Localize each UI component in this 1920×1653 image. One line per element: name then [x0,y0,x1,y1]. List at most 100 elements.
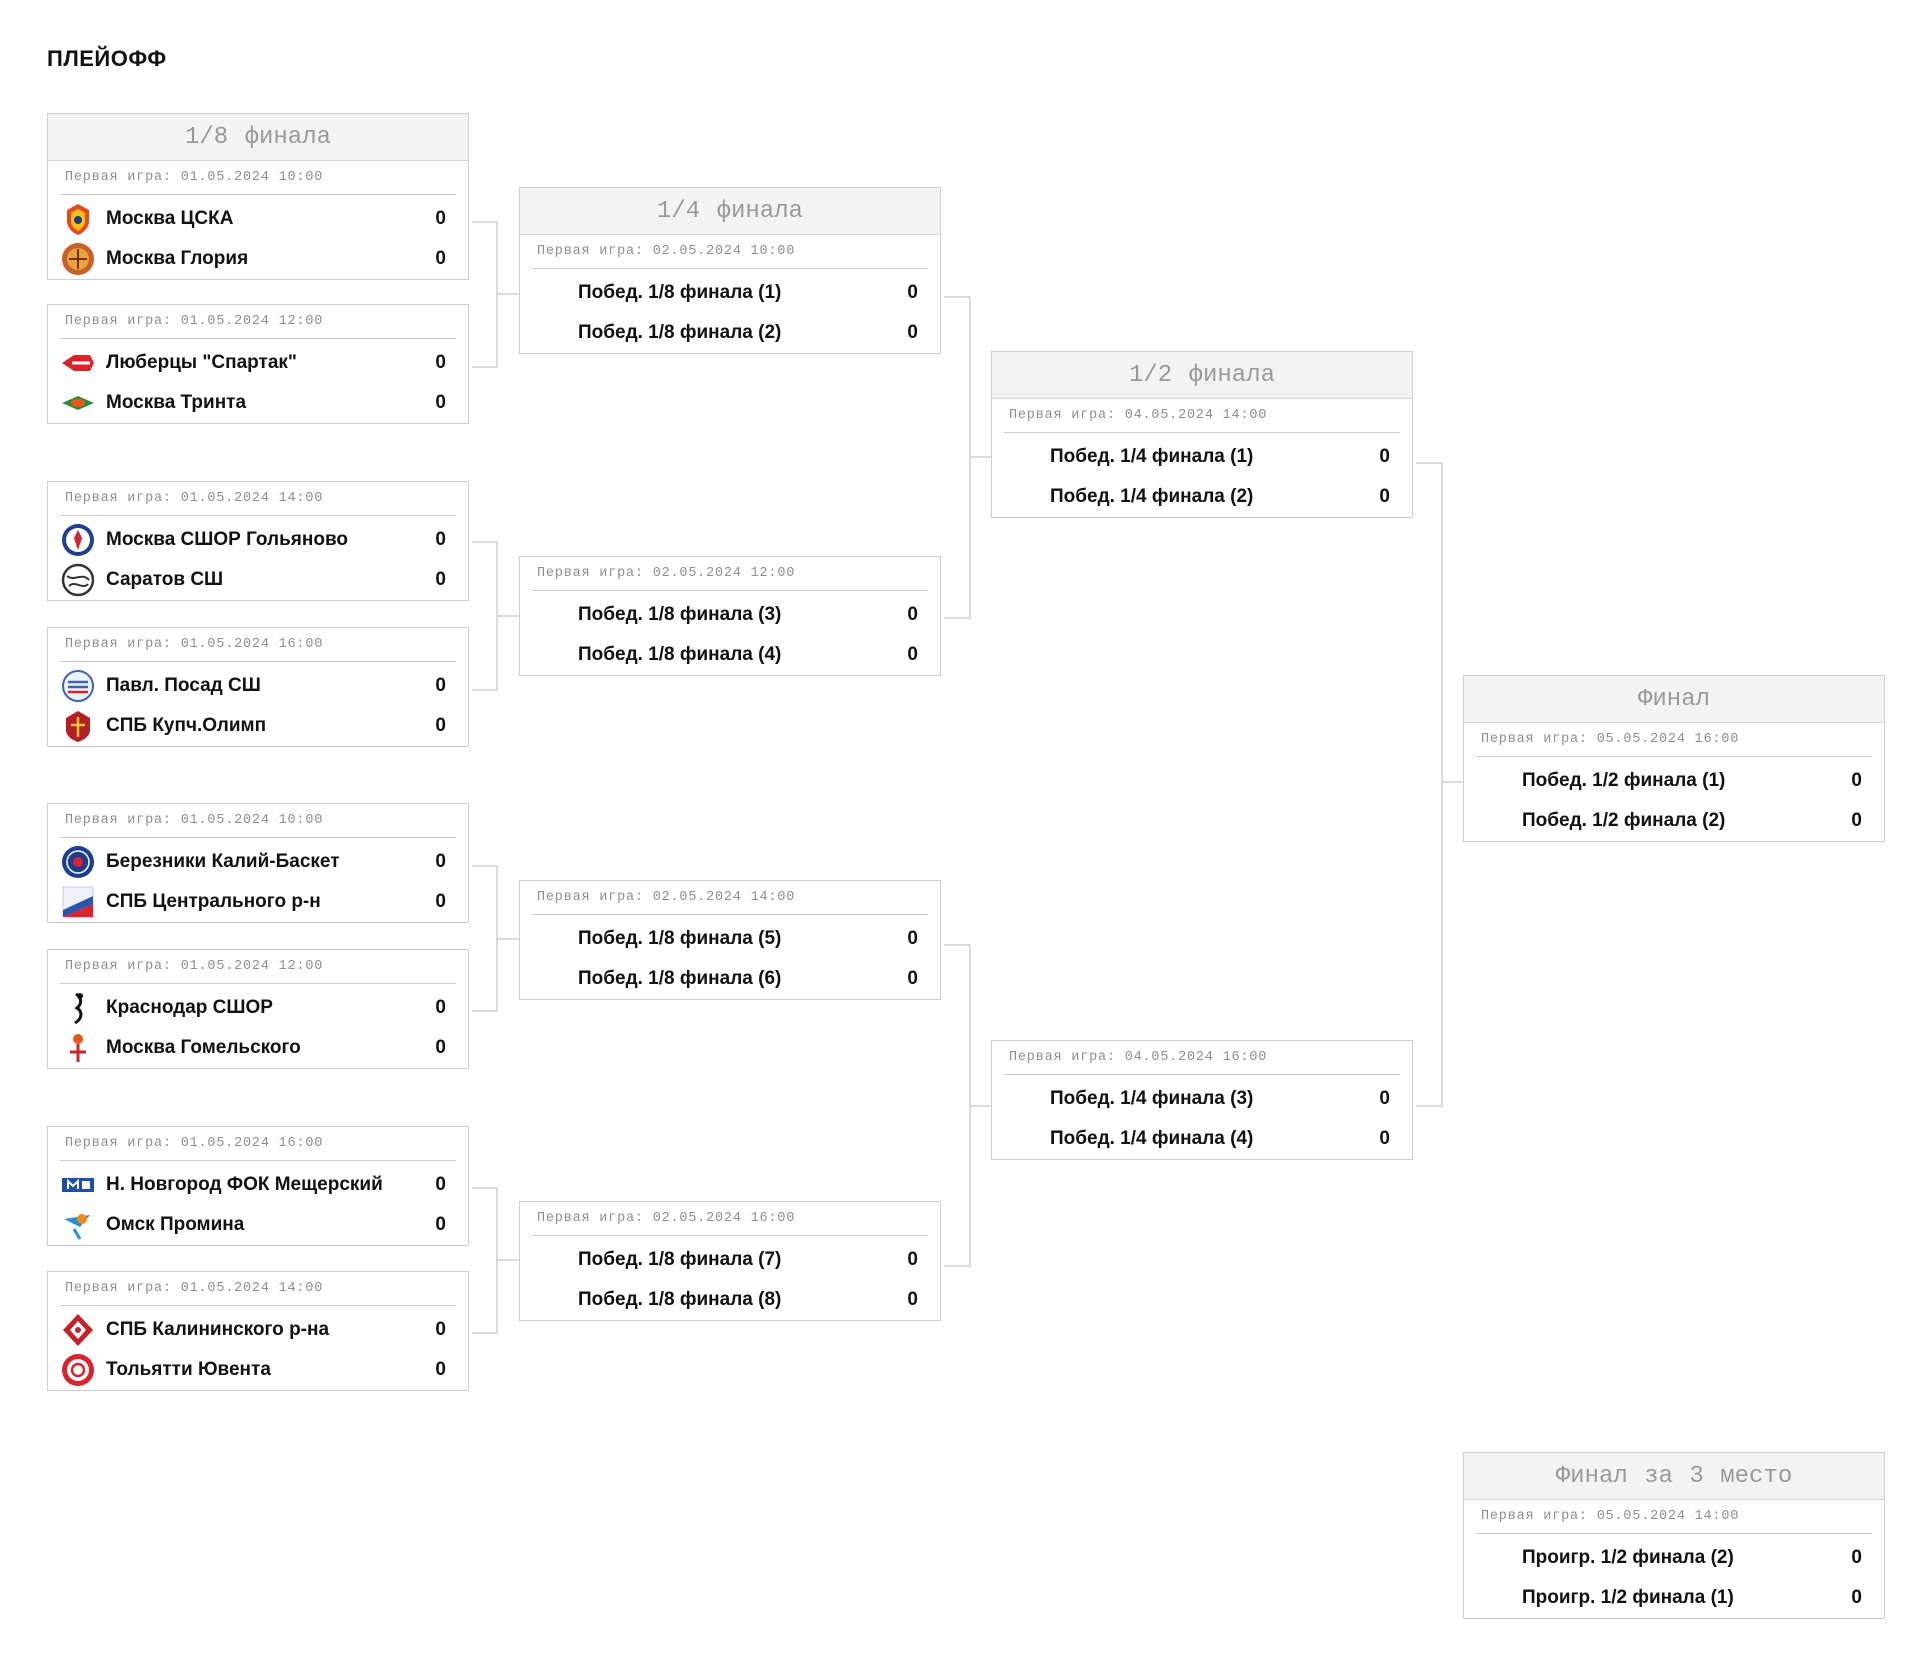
round-header-final: Финал [1464,676,1884,723]
team-row[interactable]: Москва ЦСКА 0 [60,199,456,239]
match-card-r16-4[interactable]: Первая игра: 01.05.2024 16:00 Павл. Поса… [47,627,469,747]
team-name: Побед. 1/8 финала (1) [578,282,782,303]
team-row[interactable]: Побед. 1/8 финала (8) 0 [532,1280,928,1320]
trinta-logo-icon [60,385,96,421]
game-date: Первая игра: 01.05.2024 14:00 [60,1272,456,1306]
match-card-third-place[interactable]: Финал за 3 место Первая игра: 05.05.2024… [1463,1452,1885,1619]
team-row[interactable]: Побед. 1/8 финала (2) 0 [532,313,928,353]
team-score: 0 [1851,1547,1862,1568]
team-row[interactable]: Побед. 1/4 финала (2) 0 [1004,477,1400,517]
team-name: Побед. 1/4 финала (3) [1050,1088,1254,1109]
team-row[interactable]: Побед. 1/8 финала (4) 0 [532,635,928,675]
team-row[interactable]: Н. Новгород ФОК Мещерский 0 [60,1165,456,1205]
match-card-sf-2[interactable]: Первая игра: 04.05.2024 16:00 Побед. 1/4… [991,1040,1413,1160]
team-row[interactable]: Проигр. 1/2 финала (2) 0 [1476,1538,1872,1578]
team-row[interactable]: Побед. 1/8 финала (7) 0 [532,1240,928,1280]
team-score: 0 [435,529,446,550]
golyanovo-logo-icon [60,522,96,558]
team-row[interactable]: СПБ Калининского р-на 0 [60,1310,456,1350]
match-card-final[interactable]: Финал Первая игра: 05.05.2024 16:00 Побе… [1463,675,1885,842]
team-name: Москва Глория [106,248,249,269]
team-row[interactable]: Побед. 1/8 финала (5) 0 [532,919,928,959]
round-header-qf: 1/4 финала [520,188,940,235]
team-row[interactable]: Москва СШОР Гольяново 0 [60,520,456,560]
team-score: 0 [435,1174,446,1195]
page-title: ПЛЕЙОФФ [47,46,167,71]
team-score: 0 [435,891,446,912]
team-name: Побед. 1/8 финала (7) [578,1249,782,1270]
team-name: Побед. 1/4 финала (4) [1050,1128,1254,1149]
team-name: Побед. 1/8 финала (6) [578,968,782,989]
match-card-r16-3[interactable]: Первая игра: 01.05.2024 14:00 Москва СШО… [47,481,469,601]
gloria-logo-icon [60,241,96,277]
match-card-r16-7[interactable]: Первая игра: 01.05.2024 16:00 Н. Новгоро… [47,1126,469,1246]
team-row[interactable]: Краснодар СШОР 0 [60,988,456,1028]
team-name: Проигр. 1/2 финала (1) [1522,1587,1734,1608]
team-row[interactable]: Саратов СШ 0 [60,560,456,600]
match-card-r16-6[interactable]: Первая игра: 01.05.2024 12:00 Краснодар … [47,949,469,1069]
team-row[interactable]: Москва Гомельского 0 [60,1028,456,1068]
match-card-qf-2[interactable]: Первая игра: 02.05.2024 12:00 Побед. 1/8… [519,556,941,676]
meshchersky-logo-icon [60,1167,96,1203]
game-date: Первая игра: 01.05.2024 10:00 [60,161,456,195]
team-name: Москва СШОР Гольяново [106,529,348,550]
game-date: Первая игра: 04.05.2024 14:00 [1004,399,1400,433]
match-card-sf-1[interactable]: 1/2 финала Первая игра: 04.05.2024 14:00… [991,351,1413,518]
team-row[interactable]: Побед. 1/4 финала (1) 0 [1004,437,1400,477]
team-row[interactable]: Проигр. 1/2 финала (1) 0 [1476,1578,1872,1618]
team-name: Побед. 1/4 финала (2) [1050,486,1254,507]
team-row[interactable]: Побед. 1/2 финала (2) 0 [1476,801,1872,841]
team-row[interactable]: Побед. 1/8 финала (3) 0 [532,595,928,635]
team-row[interactable]: Тольятти Ювента 0 [60,1350,456,1390]
match-card-qf-3[interactable]: Первая игра: 02.05.2024 14:00 Побед. 1/8… [519,880,941,1000]
team-name: СПБ Калининского р-на [106,1319,330,1340]
team-score: 0 [435,1214,446,1235]
team-score: 0 [1851,770,1862,791]
team-row[interactable]: Москва Глория 0 [60,239,456,279]
team-row[interactable]: Березники Калий-Баскет 0 [60,842,456,882]
saratov-logo-icon [60,562,96,598]
team-row[interactable]: Побед. 1/8 финала (6) 0 [532,959,928,999]
team-row[interactable]: Омск Промина 0 [60,1205,456,1245]
round-header-r16: 1/8 финала [48,114,468,161]
posad-logo-icon [60,668,96,704]
match-card-r16-2[interactable]: Первая игра: 01.05.2024 12:00 Люберцы "С… [47,304,469,424]
team-score: 0 [435,851,446,872]
gomelsky-logo-icon [60,1030,96,1066]
team-score: 0 [1379,1088,1390,1109]
team-row[interactable]: Побед. 1/4 финала (3) 0 [1004,1079,1400,1119]
match-card-r16-5[interactable]: Первая игра: 01.05.2024 10:00 Березники … [47,803,469,923]
team-row[interactable]: Побед. 1/2 финала (1) 0 [1476,761,1872,801]
match-card-qf-4[interactable]: Первая игра: 02.05.2024 16:00 Побед. 1/8… [519,1201,941,1321]
game-date: Первая игра: 02.05.2024 16:00 [532,1202,928,1236]
team-score: 0 [435,715,446,736]
team-name: Москва Гомельского [106,1037,301,1058]
team-row[interactable]: СПБ Центрального р-н 0 [60,882,456,922]
team-row[interactable]: Люберцы "Спартак" 0 [60,343,456,383]
team-row[interactable]: Москва Тринта 0 [60,383,456,423]
team-name: Тольятти Ювента [106,1359,271,1380]
team-score: 0 [435,569,446,590]
team-row[interactable]: Павл. Посад СШ 0 [60,666,456,706]
team-row[interactable]: Побед. 1/4 финала (4) 0 [1004,1119,1400,1159]
team-name: Москва Тринта [106,392,247,413]
team-name: СПБ Центрального р-н [106,891,321,912]
round-header-third-place: Финал за 3 место [1464,1453,1884,1500]
team-name: Люберцы "Спартак" [106,352,297,373]
match-card-r16-8[interactable]: Первая игра: 01.05.2024 14:00 СПБ Калини… [47,1271,469,1391]
team-score: 0 [907,1249,918,1270]
team-name: Москва ЦСКА [106,208,234,229]
team-score: 0 [435,675,446,696]
game-date: Первая игра: 05.05.2024 14:00 [1476,1500,1872,1534]
team-score: 0 [435,248,446,269]
team-row[interactable]: Побед. 1/8 финала (1) 0 [532,273,928,313]
team-name: Побед. 1/8 финала (5) [578,928,782,949]
team-name: Побед. 1/8 финала (3) [578,604,782,625]
krasnodar-logo-icon [60,990,96,1026]
game-date: Первая игра: 01.05.2024 16:00 [60,1127,456,1161]
match-card-r16-1[interactable]: 1/8 финала Первая игра: 01.05.2024 10:00… [47,113,469,280]
team-score: 0 [435,997,446,1018]
team-row[interactable]: СПБ Купч.Олимп 0 [60,706,456,746]
match-card-qf-1[interactable]: 1/4 финала Первая игра: 02.05.2024 10:00… [519,187,941,354]
